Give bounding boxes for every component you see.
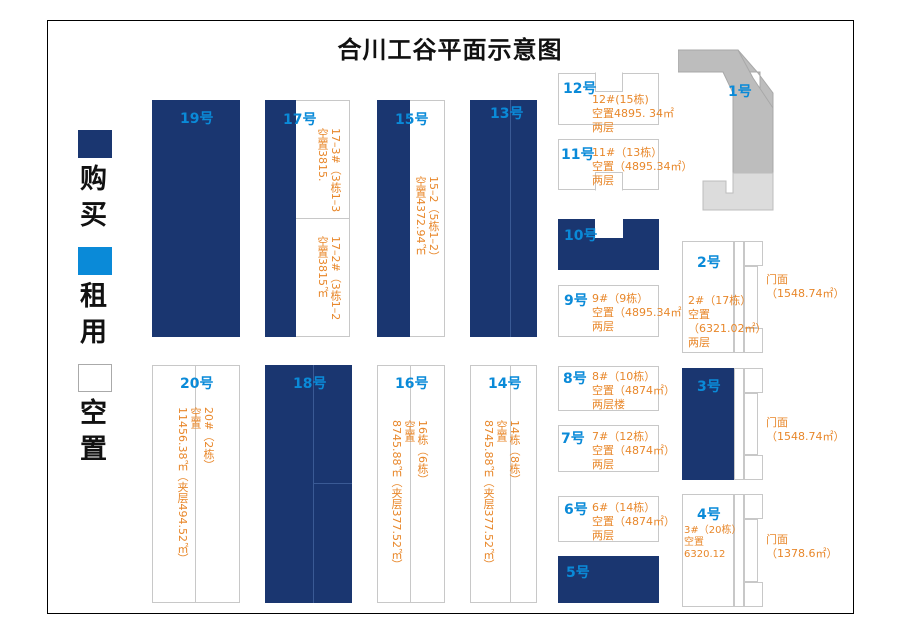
building-4[interactable] <box>682 494 734 607</box>
shop-block <box>744 328 763 353</box>
shop-block <box>744 455 763 480</box>
building-label: 20号 <box>180 376 214 392</box>
shop-block <box>744 494 763 519</box>
building-label: 9号 <box>564 293 588 309</box>
building-8[interactable] <box>558 366 659 411</box>
building-label: 18号 <box>293 376 327 392</box>
building-label: 13号 <box>490 106 524 122</box>
legend-swatch-rented <box>78 247 112 275</box>
unit-9-text: 9#（9栋）空置（4895.34㎡）两层 <box>592 292 693 333</box>
building-20[interactable] <box>152 365 240 603</box>
building-label: 19号 <box>180 111 214 127</box>
legend-label-rented: 租用 <box>80 281 107 348</box>
building-19[interactable] <box>152 100 240 337</box>
building-18[interactable] <box>265 365 352 603</box>
building-17-purchased-part <box>265 100 296 337</box>
unit-7-text: 7#（12栋）空置（4874㎡）两层 <box>592 430 675 471</box>
building-1-wing <box>678 49 774 174</box>
building-2-strip <box>734 241 744 353</box>
shop-block <box>744 241 763 266</box>
shop-block <box>744 368 763 393</box>
building-7[interactable] <box>558 425 659 472</box>
divider <box>510 365 511 603</box>
shop-block <box>744 266 758 328</box>
divider <box>510 100 511 337</box>
building-14[interactable] <box>470 365 537 603</box>
building-label: 1号 <box>728 84 752 100</box>
building-label: 17号 <box>283 112 317 128</box>
building-label: 3号 <box>697 379 721 395</box>
building-label: 15号 <box>395 112 429 128</box>
shop-block <box>744 582 763 607</box>
unit-8-text: 8#（10栋）空置（4874㎡）两层楼 <box>592 370 675 411</box>
shop-block <box>744 519 758 582</box>
building-label: 6号 <box>564 502 588 518</box>
legend-label-purchased: 购买 <box>80 164 107 231</box>
building-6[interactable] <box>558 496 659 542</box>
building-label: 4号 <box>697 507 721 523</box>
page-title: 合川工谷平面示意图 <box>337 36 563 64</box>
building-label: 8号 <box>563 371 587 387</box>
building-16[interactable] <box>377 365 445 603</box>
unit-15-text: 15–2（5栋1–2）空置4372.94㎡ <box>414 176 440 262</box>
shop-4-text: 门面（1378.6㎡） <box>766 533 838 560</box>
building-label: 10号 <box>564 228 598 244</box>
divider <box>410 365 411 603</box>
building-label: 11号 <box>561 147 595 163</box>
building-9[interactable] <box>558 285 659 337</box>
building-13[interactable] <box>470 100 537 337</box>
divider <box>313 483 352 484</box>
divider <box>195 365 196 603</box>
legend-swatch-vacant <box>78 364 112 392</box>
building-4-strip <box>734 494 744 607</box>
building-5[interactable] <box>558 556 659 603</box>
building-1-shape[interactable] <box>678 48 778 214</box>
building-1-light-part <box>702 172 774 211</box>
legend-swatch-purchased <box>78 130 112 158</box>
building-3-strip <box>734 368 744 480</box>
building-label: 16号 <box>395 376 429 392</box>
building-2[interactable] <box>682 241 734 353</box>
notch <box>595 72 623 92</box>
divider <box>313 365 314 603</box>
legend-label-vacant: 空置 <box>80 398 107 465</box>
building-label: 14号 <box>488 376 522 392</box>
shop-block <box>744 393 758 455</box>
building-15-purchased-part <box>377 100 410 337</box>
unit-2-text: 2#（17栋）空置（6321.02㎡）两层 <box>688 294 767 349</box>
unit-11-text: 11#（13栋）空置（4895.34㎡）两层 <box>592 146 693 187</box>
building-label: 12号 <box>563 81 597 97</box>
notch <box>595 172 623 191</box>
notch <box>595 218 623 238</box>
border-frame <box>47 20 854 614</box>
building-label: 2号 <box>697 255 721 271</box>
divider <box>296 218 350 219</box>
shop-2-text: 门面（1548.74㎡） <box>766 273 845 300</box>
unit-6-text: 6#（14栋）空置（4874㎡）两层 <box>592 501 675 542</box>
building-label: 7号 <box>561 431 585 447</box>
shop-3-text: 门面（1548.74㎡） <box>766 416 845 443</box>
building-3[interactable] <box>682 368 734 480</box>
building-label: 5号 <box>566 565 590 581</box>
